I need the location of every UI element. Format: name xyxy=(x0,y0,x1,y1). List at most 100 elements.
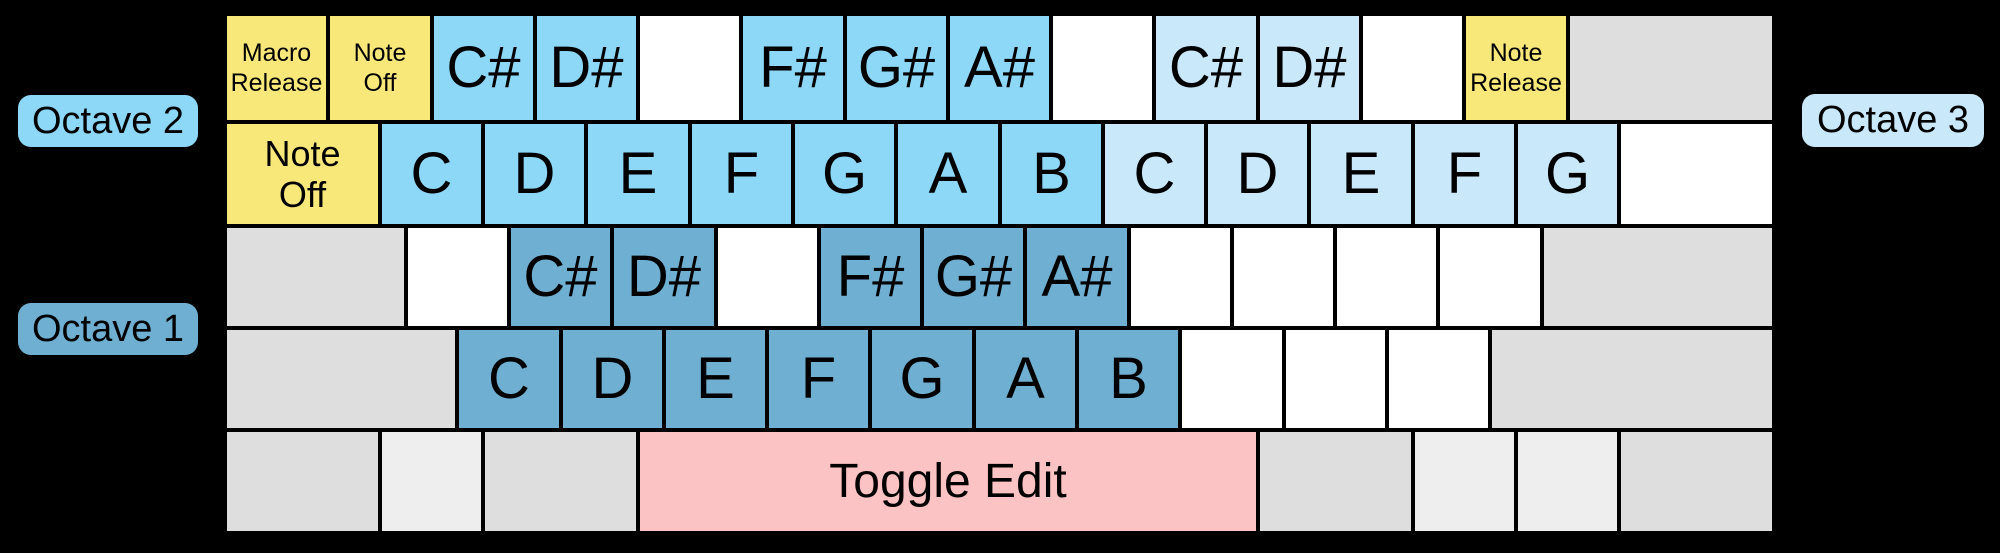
octave-1-label: Octave 1 xyxy=(18,303,198,355)
key-note-f-sharp: F# xyxy=(741,14,845,122)
key-note-g-sharp-label: G# xyxy=(857,35,936,100)
key-note-g-label: G xyxy=(899,346,945,411)
key-note-g-sharp-label: G# xyxy=(934,244,1013,309)
key-unmapped xyxy=(1180,328,1284,430)
key-note-c-sharp: C# xyxy=(509,226,612,328)
key-note-e-label: E xyxy=(1341,141,1381,206)
key-note-d: D xyxy=(483,122,586,226)
key-note-f-label: F xyxy=(800,346,837,411)
key-unmapped xyxy=(1387,328,1490,430)
key-note-g: G xyxy=(793,122,896,226)
key-note-b: B xyxy=(1000,122,1103,226)
key-unmapped xyxy=(1619,122,1774,226)
octave-2-label: Octave 2 xyxy=(18,95,198,147)
key-unmapped xyxy=(1335,226,1438,328)
key-note-d: D xyxy=(561,328,664,430)
key-note-e-label: E xyxy=(618,141,658,206)
key-note-d-sharp-label: D# xyxy=(1272,35,1347,100)
key-note-c: C xyxy=(1103,122,1206,226)
key-macro-release: Macro Release xyxy=(225,14,328,122)
key-unmapped xyxy=(638,14,741,122)
key-note-a-label: A xyxy=(928,141,968,206)
key-note-f: F xyxy=(767,328,870,430)
key-modifier-blank xyxy=(225,430,380,533)
key-note-f-sharp-label: F# xyxy=(759,35,827,100)
key-unmapped xyxy=(1051,14,1154,122)
key-note-f: F xyxy=(1413,122,1516,226)
key-unmapped xyxy=(1129,226,1232,328)
key-modifier-blank xyxy=(1490,328,1774,430)
key-note-d-label: D xyxy=(1236,141,1279,206)
key-note-e: E xyxy=(586,122,690,226)
key-unmapped xyxy=(1361,14,1464,122)
key-note-off-label: Note Off xyxy=(264,132,341,215)
key-modifier-blank xyxy=(1542,226,1774,328)
key-note-g-label: G xyxy=(1544,141,1591,206)
key-note-c: C xyxy=(380,122,483,226)
key-note-c-sharp-label: C# xyxy=(523,244,598,309)
key-modifier-blank xyxy=(225,328,457,430)
key-note-f-label: F xyxy=(723,141,760,206)
key-modifier-blank xyxy=(483,430,638,533)
key-modifier-blank xyxy=(1413,430,1516,533)
key-unmapped xyxy=(1284,328,1387,430)
key-note-c-label: C xyxy=(410,141,453,206)
key-modifier-blank xyxy=(1258,430,1413,533)
key-unmapped xyxy=(406,226,509,328)
key-note-a-sharp: A# xyxy=(948,14,1051,122)
key-note-release-label: Note Release xyxy=(1470,39,1562,97)
key-note-a-sharp: A# xyxy=(1025,226,1129,328)
key-note-off: Note Off xyxy=(225,122,380,226)
key-note-b-label: B xyxy=(1109,346,1148,411)
key-note-g-sharp: G# xyxy=(845,14,948,122)
key-modifier-blank xyxy=(1516,430,1619,533)
key-note-f-label: F xyxy=(1446,141,1483,206)
key-toggle-edit-label: Toggle Edit xyxy=(829,454,1067,508)
octave-3-label: Octave 3 xyxy=(1802,94,1984,147)
key-note-c-label: C xyxy=(1133,141,1176,206)
key-macro-release-label: Macro Release xyxy=(230,39,323,97)
key-note-a: A xyxy=(896,122,1000,226)
key-unmapped xyxy=(716,226,819,328)
key-note-c-sharp-label: C# xyxy=(446,35,521,100)
key-unmapped xyxy=(1438,226,1542,328)
key-note-g: G xyxy=(870,328,974,430)
key-modifier-blank xyxy=(225,226,406,328)
key-note-d-sharp-label: D# xyxy=(626,244,702,309)
key-note-d-label: D xyxy=(591,346,634,411)
key-note-e: E xyxy=(1309,122,1413,226)
key-note-a-sharp-label: A# xyxy=(964,35,1035,100)
key-note-d: D xyxy=(1206,122,1309,226)
key-note-c: C xyxy=(457,328,561,430)
key-note-f: F xyxy=(690,122,793,226)
key-note-e: E xyxy=(664,328,767,430)
key-toggle-edit: Toggle Edit xyxy=(638,430,1258,533)
key-note-a-sharp-label: A# xyxy=(1041,244,1113,309)
key-note-c-sharp: C# xyxy=(432,14,535,122)
key-note-b-label: B xyxy=(1032,141,1071,206)
key-modifier-blank xyxy=(380,430,483,533)
key-note-off: Note Off xyxy=(328,14,432,122)
key-note-c-sharp-label: C# xyxy=(1168,35,1244,100)
key-note-d-sharp-label: D# xyxy=(549,35,624,100)
key-note-c-label: C xyxy=(488,346,530,411)
key-note-d-sharp: D# xyxy=(612,226,716,328)
key-unmapped xyxy=(1232,226,1335,328)
key-note-g-sharp: G# xyxy=(922,226,1025,328)
key-note-off-label: Note Off xyxy=(353,39,407,97)
key-note-c-sharp: C# xyxy=(1154,14,1258,122)
key-modifier-blank xyxy=(1568,14,1774,122)
key-note-g-label: G xyxy=(821,141,868,206)
key-note-release: Note Release xyxy=(1464,14,1568,122)
key-note-b: B xyxy=(1077,328,1180,430)
key-note-g: G xyxy=(1516,122,1619,226)
key-note-a: A xyxy=(974,328,1077,430)
key-note-f-sharp: F# xyxy=(819,226,922,328)
key-note-a-label: A xyxy=(1006,346,1045,411)
key-note-e-label: E xyxy=(696,346,735,411)
key-modifier-blank xyxy=(1619,430,1774,533)
key-note-d-sharp: D# xyxy=(535,14,638,122)
key-note-d-label: D xyxy=(513,141,556,206)
key-note-d-sharp: D# xyxy=(1258,14,1361,122)
